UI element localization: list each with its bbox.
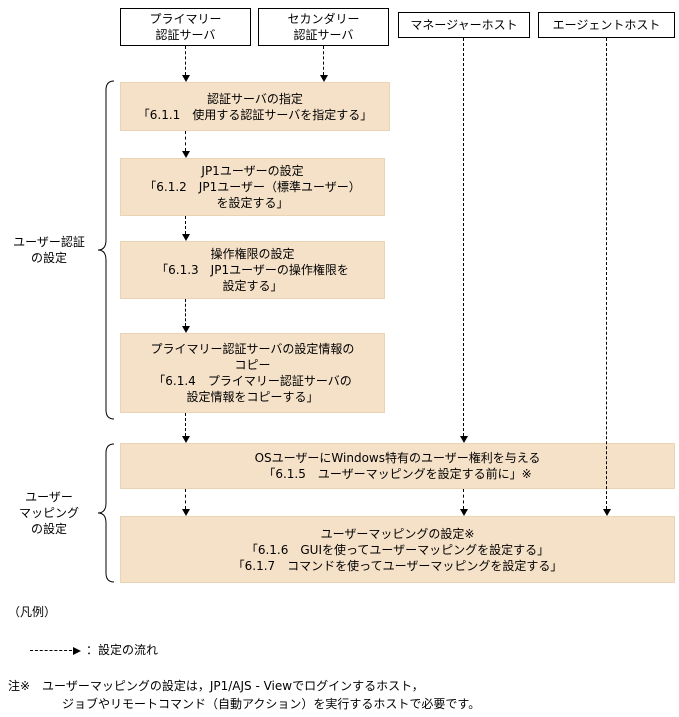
- flow-arrow-primary-to-step1: [182, 46, 190, 82]
- flow-arrow-step5-to-step6-left: [182, 489, 190, 516]
- step-text: を設定する」: [216, 196, 289, 210]
- header-box-secondary-auth-server: セカンダリー 認証サーバ: [258, 8, 389, 46]
- step-text: 「6.1.2 JP1ユーザー（標準ユーザー）: [144, 180, 361, 194]
- group-label-line: ユーザー認証: [13, 235, 85, 249]
- step-text: 認証サーバの指定: [207, 91, 303, 106]
- step-box-6-1-6-7: ユーザーマッピングの設定※ 「6.1.6 GUIを使ってユーザーマッピングを設定…: [120, 516, 675, 583]
- group-label-line: の設定: [30, 251, 67, 265]
- flow-arrow-step5-to-step6-center: [460, 489, 468, 516]
- header-box-primary-auth-server: プライマリー 認証サーバ: [120, 8, 251, 46]
- flow-arrow-step2-to-step3: [182, 216, 190, 241]
- legend-flow-label: ：設定の流れ: [86, 643, 159, 657]
- note-line-1: 注※ ユーザーマッピングの設定は，JP1/AJS - Viewでログインするホス…: [8, 679, 424, 693]
- step-text: 設定する」: [222, 279, 283, 293]
- step-text: プライマリー認証サーバの設定情報の: [150, 342, 355, 356]
- group-label-user-mapping: ユーザー マッピング の設定: [4, 489, 94, 537]
- step-text: 「6.1.5 ユーザーマッピングを設定する前に」※: [263, 467, 532, 481]
- legend-flow-arrow-icon: [30, 647, 81, 655]
- group-brace-user-auth: [97, 80, 115, 420]
- step-text: OSユーザーにWindows特有のユーザー権利を与える: [254, 451, 541, 465]
- note-line-2: ジョブやリモートコマンド（自動アクション）を実行するホストで必要です。: [62, 697, 481, 711]
- header-box-manager-host: マネージャーホスト: [398, 12, 530, 38]
- group-label-line: マッピング: [18, 506, 79, 520]
- header-label: 認証サーバ: [293, 28, 354, 42]
- flow-arrow-agent-to-step6: [603, 38, 611, 516]
- step-text: 「6.1.3 JP1ユーザーの操作権限を: [156, 263, 349, 277]
- step-text: コピー: [234, 358, 271, 372]
- flow-arrow-step1-to-step2: [182, 131, 190, 158]
- group-label-line: ユーザー: [25, 490, 73, 504]
- step-text: JP1ユーザーの設定: [201, 164, 304, 178]
- step-box-6-1-5: OSユーザーにWindows特有のユーザー権利を与える 「6.1.5 ユーザーマ…: [120, 443, 675, 489]
- step-box-6-1-2: JP1ユーザーの設定 「6.1.2 JP1ユーザー（標準ユーザー） を設定する」: [120, 158, 385, 216]
- step-box-6-1-4: プライマリー認証サーバの設定情報の コピー 「6.1.4 プライマリー認証サーバ…: [120, 333, 385, 413]
- flow-arrow-manager-to-step5: [460, 38, 468, 443]
- flow-arrow-step4-to-step5: [182, 413, 190, 443]
- header-label: エージェントホスト: [552, 18, 661, 32]
- step-box-6-1-1: 認証サーバの指定 「6.1.1 使用する認証サーバを指定する」: [120, 82, 390, 131]
- header-box-agent-host: エージェントホスト: [538, 12, 675, 38]
- header-label: 認証サーバ: [155, 28, 216, 42]
- step-text: 「6.1.6 GUIを使ってユーザーマッピングを設定する」: [245, 542, 550, 557]
- group-label-line: の設定: [30, 522, 67, 536]
- group-brace-user-mapping: [97, 443, 115, 583]
- flow-arrow-step3-to-step4: [182, 299, 190, 333]
- step-box-6-1-3: 操作権限の設定 「6.1.3 JP1ユーザーの操作権限を 設定する」: [120, 241, 385, 299]
- header-label: セカンダリー: [287, 12, 360, 26]
- step-text: 操作権限の設定: [210, 247, 295, 261]
- header-label: マネージャーホスト: [410, 18, 518, 32]
- flow-arrow-secondary-to-step1: [320, 46, 328, 82]
- step-text: 設定情報をコピーする」: [186, 390, 319, 404]
- group-label-user-auth: ユーザー認証 の設定: [4, 234, 94, 266]
- header-label: プライマリー: [149, 12, 222, 26]
- step-text: 「6.1.4 プライマリー認証サーバの: [153, 374, 352, 388]
- step-text: 「6.1.1 使用する認証サーバを指定する」: [137, 107, 373, 122]
- step-text: ユーザーマッピングの設定※: [320, 526, 475, 541]
- step-text: 「6.1.7 コマンドを使ってユーザーマッピングを設定する」: [232, 558, 563, 573]
- legend-title: （凡例）: [8, 605, 57, 619]
